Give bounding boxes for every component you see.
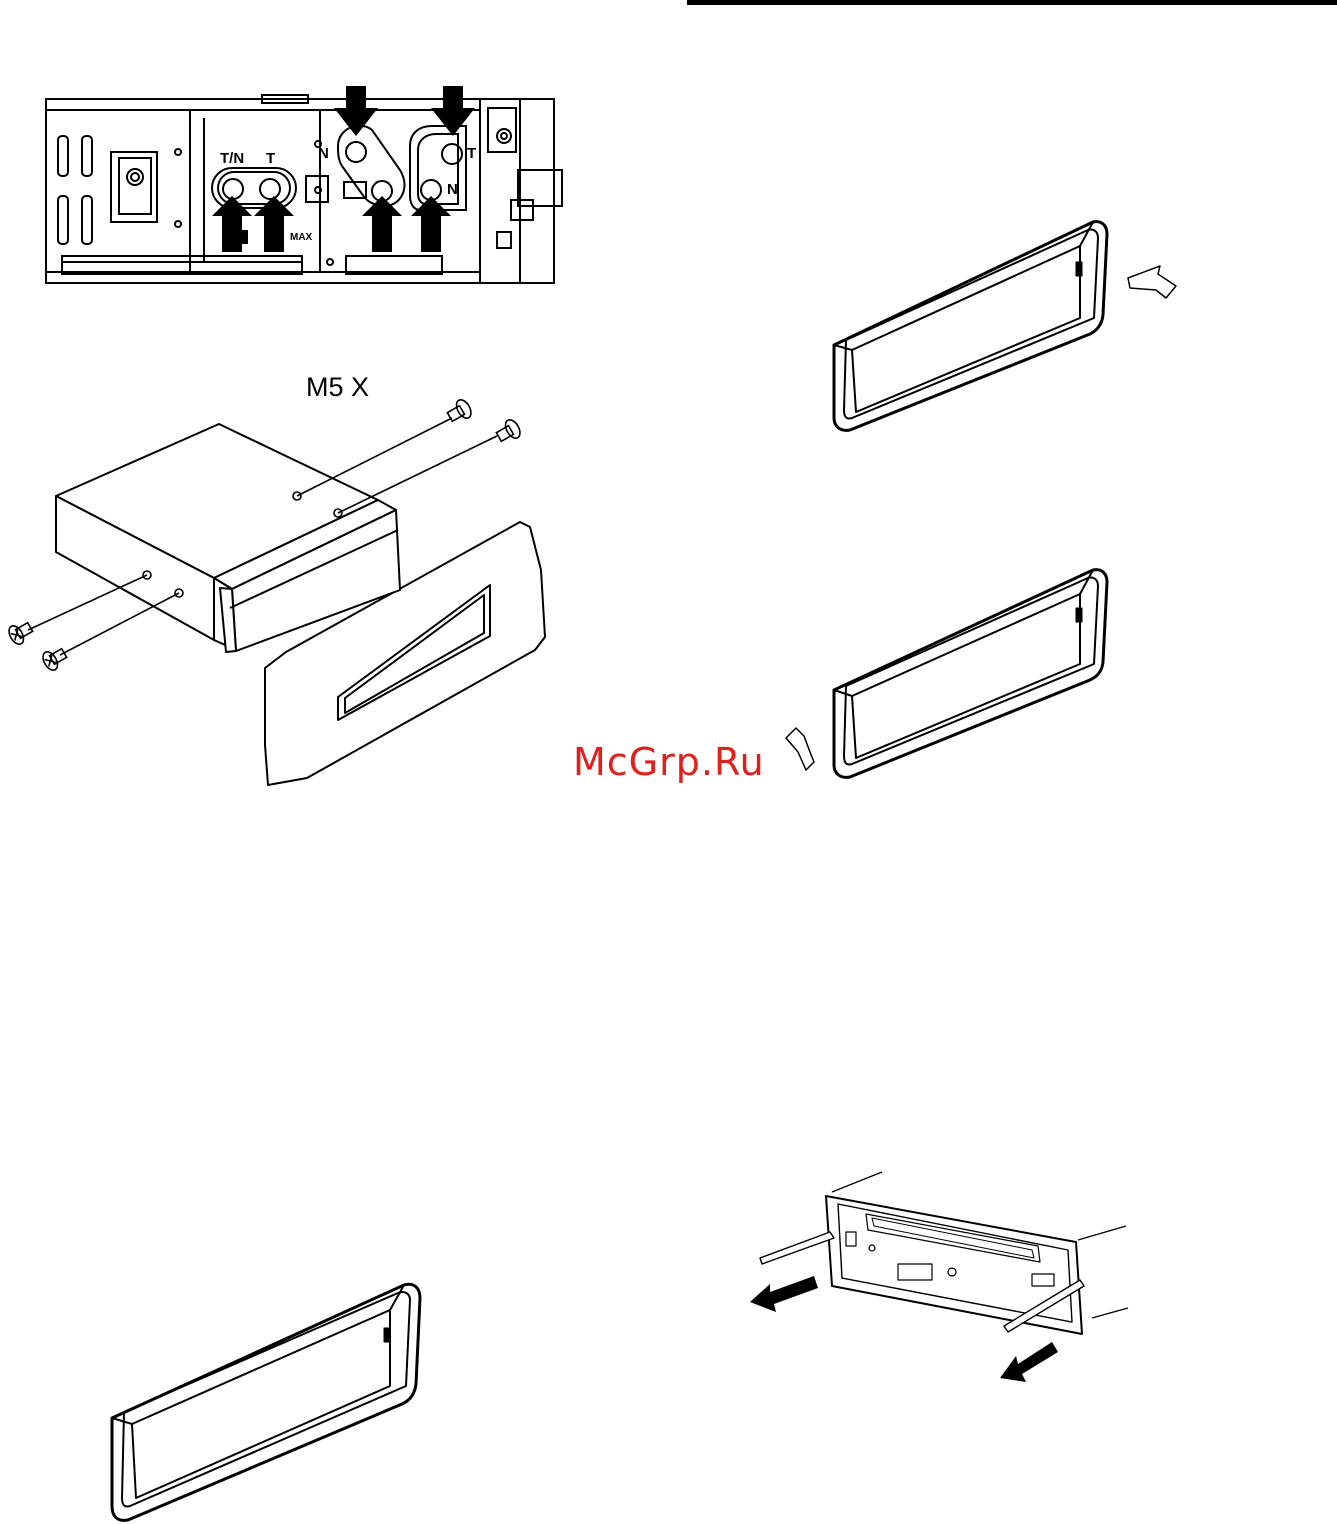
removal-figure [740,1160,1140,1390]
watermark: McGrp.Ru [573,740,765,784]
trim-frame-figure-2 [780,560,1120,790]
trim-frame-figure-1 [820,210,1200,440]
bracket-drawing [0,0,600,300]
label-t-right: T [467,145,476,162]
trim-frame-drawing-1 [820,210,1200,440]
header-rule [687,0,1337,5]
trim-frame-figure-3 [100,1270,430,1525]
label-n-center: N [318,145,329,162]
bracket-figure: T/N T N T N MAX [0,0,600,300]
label-tn: T/N [220,150,244,167]
screw-drawing [0,360,600,800]
label-max: MAX [290,232,312,243]
screw-figure: M5 X [0,360,600,800]
trim-frame-drawing-2 [780,560,1120,790]
removal-drawing [740,1160,1140,1390]
label-t-left: T [266,150,275,167]
label-n-right: N [447,181,458,198]
trim-frame-drawing-3 [100,1270,430,1525]
